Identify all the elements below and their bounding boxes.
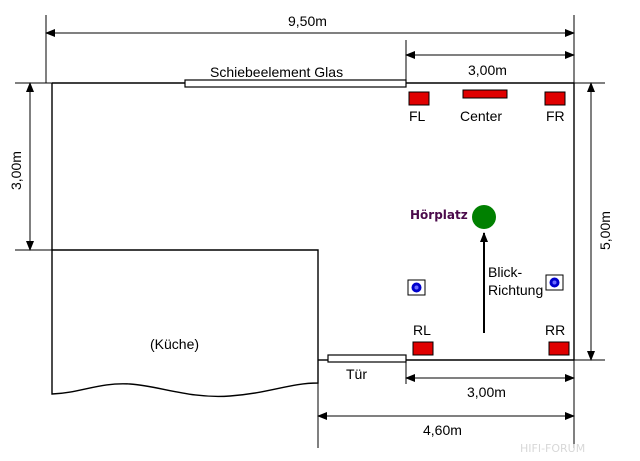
view-direction-label-2: Richtung — [488, 282, 543, 298]
listening-position-marker — [472, 205, 496, 229]
kitchen-area — [51, 249, 319, 398]
dimension-left-height: 3,00m — [8, 82, 52, 251]
speaker-rear-right — [548, 341, 570, 356]
speaker-front-right — [544, 91, 566, 106]
door-label: Tür — [346, 366, 367, 382]
dimension-right-height: 5,00m — [574, 82, 613, 361]
sliding-glass-label: Schiebeelement Glas — [210, 64, 343, 80]
bottom-right-width-label: 3,00m — [467, 384, 506, 400]
total-width-label: 9,50m — [288, 13, 327, 29]
bottom-width-label: 4,60m — [423, 422, 462, 438]
dimension-bottom-width: 4,60m — [317, 383, 575, 448]
dimension-total-width: 9,50m — [45, 13, 575, 83]
speaker-front-left — [408, 91, 430, 106]
speaker-rear-right-label: RR — [545, 322, 565, 338]
sliding-glass-element — [184, 79, 407, 88]
surround-marker-right — [545, 274, 564, 291]
speaker-front-right-label: FR — [546, 108, 565, 124]
speaker-rear-left-label: RL — [413, 322, 431, 338]
speaker-front-left-label: FL — [409, 108, 426, 124]
door — [327, 354, 407, 363]
dimension-top-right-width: 3,00m — [405, 40, 575, 83]
watermark: HIFI-FORUM — [520, 442, 585, 455]
top-right-width-label: 3,00m — [468, 62, 507, 78]
dimension-bottom-right-width: 3,00m — [405, 360, 575, 448]
room-outline — [51, 82, 575, 361]
view-direction-label-1: Blick- — [488, 264, 523, 280]
speaker-rear-left — [412, 341, 434, 356]
surround-marker-left — [407, 279, 426, 296]
kitchen-label: (Küche) — [150, 336, 199, 352]
speaker-center-label: Center — [460, 108, 502, 124]
right-height-label: 5,00m — [597, 211, 613, 250]
speaker-center — [462, 89, 508, 99]
left-height-label: 3,00m — [8, 151, 24, 190]
listening-position-label: Hörplatz — [410, 208, 468, 222]
